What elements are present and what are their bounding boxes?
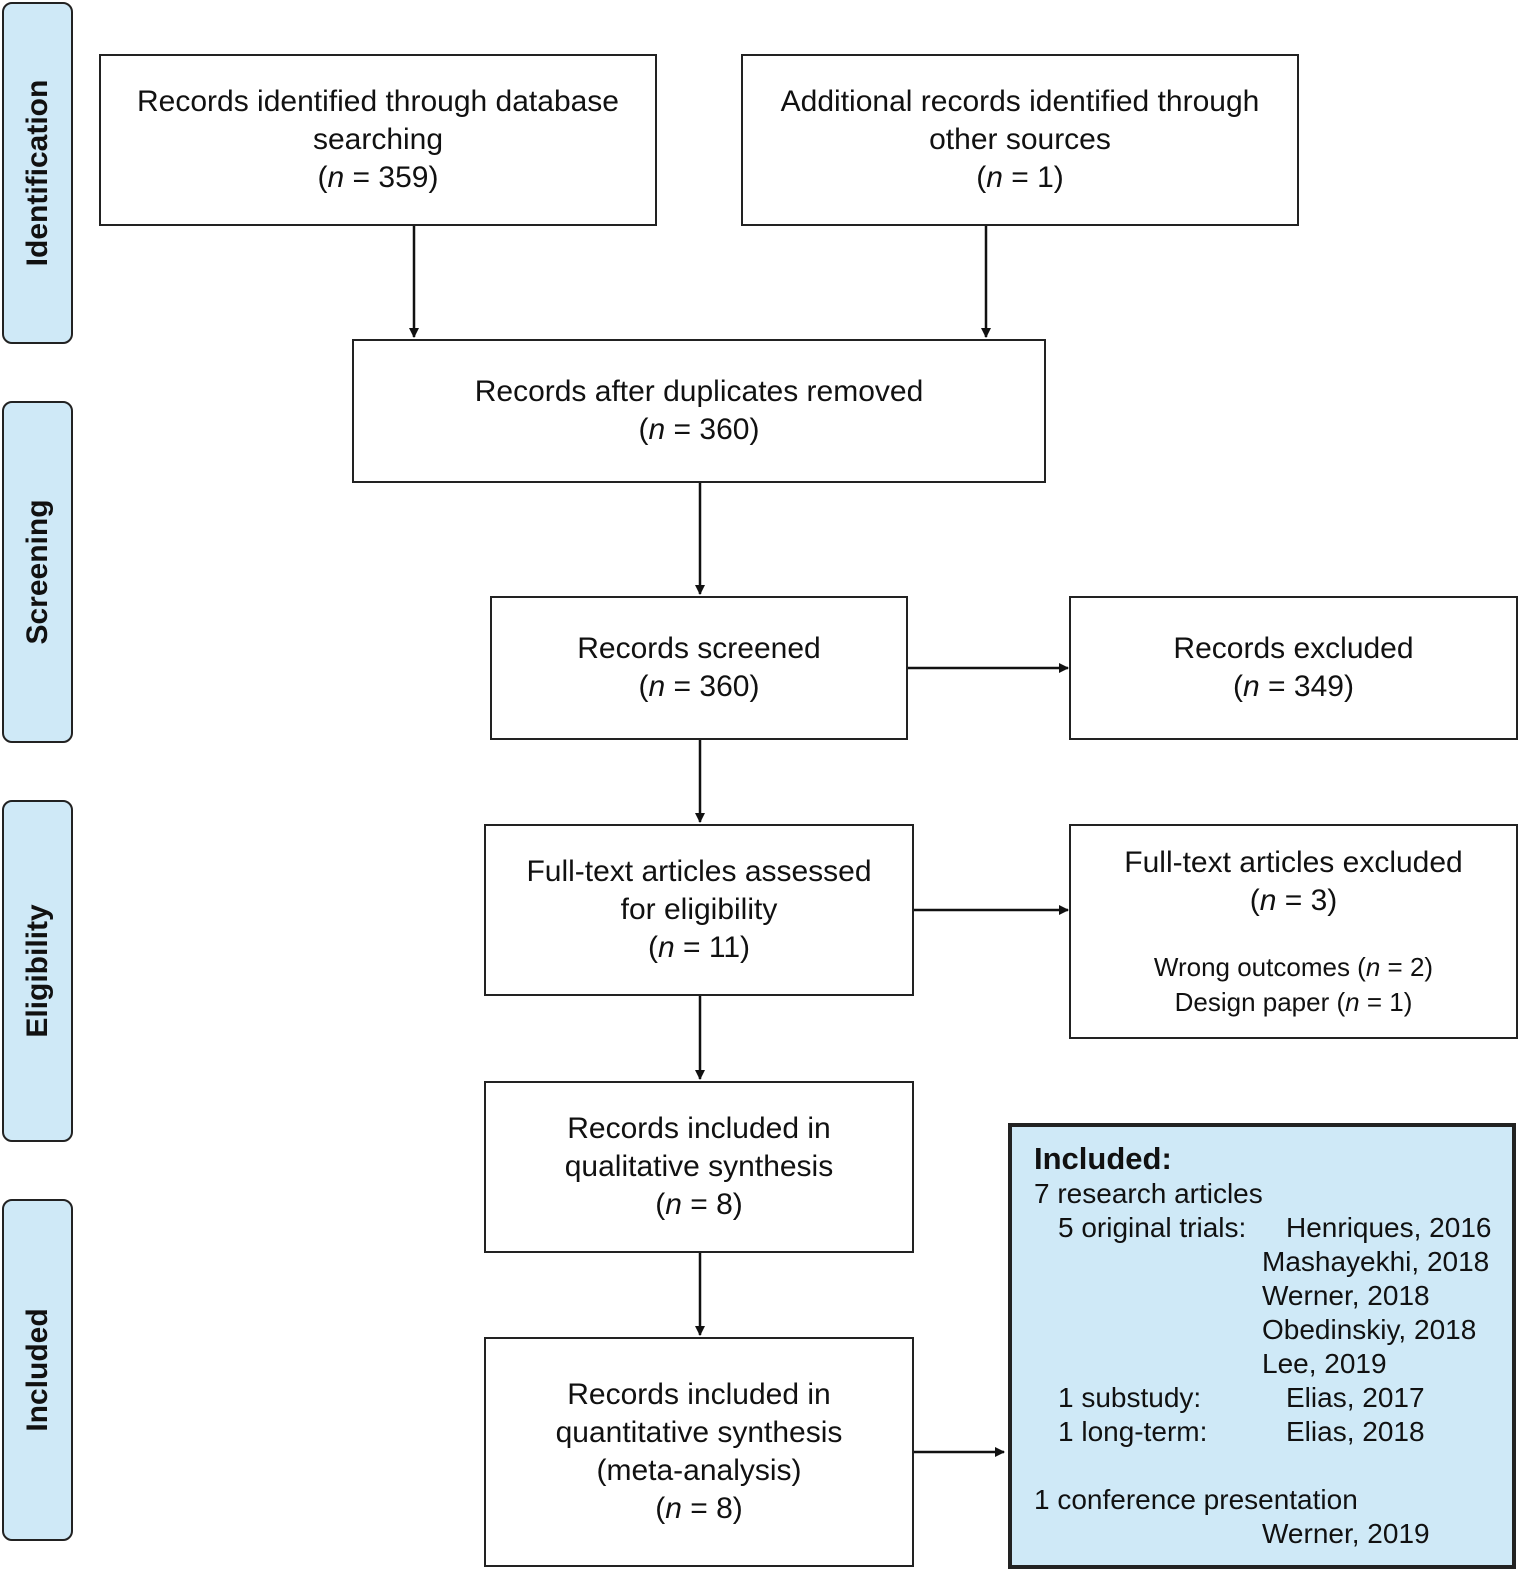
summary-trial-item: Henriques, 2016 (1286, 1212, 1492, 1243)
records-excluded-count: (n = 349) (1233, 670, 1354, 703)
summary-trial-row: Werner, 2018 (1034, 1279, 1512, 1313)
records-screened-line1: Records screened (577, 632, 821, 665)
records-screened-count: (n = 360) (638, 670, 760, 703)
other-sources-line1: Additional records identified through (780, 85, 1260, 118)
phase-included: Included (2, 1199, 73, 1541)
other-sources-count: (n = 1) (976, 161, 1064, 194)
duplicates-removed-count: (n = 360) (638, 413, 760, 446)
records-excluded-box: Records excluded (n = 349) (1069, 596, 1518, 740)
quantitative-line3: (meta-analysis) (596, 1454, 802, 1487)
summary-trial-item: Mashayekhi, 2018 (1262, 1246, 1490, 1277)
quantitative-count: (n = 8) (655, 1492, 743, 1525)
database-records-line2: searching (312, 123, 444, 156)
exclusion-reason-design-paper: Design paper (n = 1) (1174, 986, 1413, 1017)
fulltext-excluded-box: Full-text articles excluded (n = 3) Wron… (1069, 824, 1518, 1039)
quantitative-line1: Records included in (567, 1378, 831, 1411)
summary-longterm-row: 1 long-term: Elias, 2018 (1034, 1415, 1512, 1449)
phase-eligibility: Eligibility (2, 800, 73, 1142)
quantitative-line2: quantitative synthesis (555, 1416, 843, 1449)
phase-screening: Screening (2, 401, 73, 743)
fulltext-assessed-line1: Full-text articles assessed (526, 855, 872, 888)
phase-identification: Identification (2, 2, 73, 344)
summary-trials-label: 5 original trials: (1058, 1212, 1247, 1243)
phase-included-label: Included (20, 1308, 54, 1432)
fulltext-excluded-line1: Full-text articles excluded (1124, 845, 1463, 879)
summary-trial-item: Werner, 2018 (1262, 1280, 1430, 1311)
fulltext-excluded-count: (n = 3) (1249, 883, 1338, 917)
summary-substudy-item: Elias, 2017 (1286, 1382, 1425, 1413)
fulltext-assessed-box: Full-text articles assessed for eligibil… (484, 824, 914, 996)
summary-trial-row: Mashayekhi, 2018 (1034, 1245, 1512, 1279)
summary-substudy-row: 1 substudy: Elias, 2017 (1034, 1381, 1512, 1415)
phase-identification-label: Identification (20, 79, 54, 267)
database-records-count: (n = 359) (317, 161, 439, 194)
summary-heading: Included: (1034, 1141, 1172, 1176)
summary-research-articles: 7 research articles (1034, 1178, 1263, 1209)
duplicates-removed-box: Records after duplicates removed (n = 36… (352, 339, 1046, 483)
other-sources-line2: other sources (929, 123, 1111, 156)
records-screened-box: Records screened (n = 360) (490, 596, 908, 740)
summary-trial-row: 5 original trials: Henriques, 2016 (1034, 1211, 1512, 1245)
summary-trial-item: Lee, 2019 (1262, 1348, 1387, 1379)
fulltext-assessed-line2: for eligibility (620, 893, 778, 926)
summary-trial-row: Obedinskiy, 2018 (1034, 1313, 1512, 1347)
duplicates-removed-line1: Records after duplicates removed (474, 375, 924, 408)
summary-substudy-label: 1 substudy: (1058, 1382, 1202, 1413)
phase-eligibility-label: Eligibility (20, 904, 54, 1038)
other-sources-box: Additional records identified through ot… (741, 54, 1299, 226)
summary-trial-item: Obedinskiy, 2018 (1262, 1314, 1477, 1345)
database-records-box: Records identified through database sear… (99, 54, 657, 226)
summary-conference: 1 conference presentation (1034, 1484, 1358, 1515)
qualitative-count: (n = 8) (655, 1188, 743, 1221)
quantitative-synthesis-box: Records included in quantitative synthes… (484, 1337, 914, 1567)
qualitative-synthesis-box: Records included in qualitative synthesi… (484, 1081, 914, 1253)
summary-trial-row: Lee, 2019 (1034, 1347, 1512, 1381)
database-records-line1: Records identified through database (137, 85, 619, 118)
summary-conference-row: Werner, 2019 (1034, 1517, 1512, 1551)
qualitative-line1: Records included in (567, 1112, 831, 1145)
records-excluded-line1: Records excluded (1173, 632, 1414, 665)
summary-conference-ref: Werner, 2019 (1262, 1518, 1430, 1549)
fulltext-assessed-count: (n = 11) (647, 931, 751, 964)
phase-screening-label: Screening (20, 499, 54, 645)
qualitative-line2: qualitative synthesis (564, 1150, 834, 1183)
summary-longterm-item: Elias, 2018 (1286, 1416, 1425, 1447)
summary-longterm-label: 1 long-term: (1058, 1416, 1208, 1447)
exclusion-reason-wrong-outcomes: Wrong outcomes (n = 2) (1153, 951, 1434, 982)
included-studies-summary: Included: 7 research articles 5 original… (1008, 1123, 1516, 1569)
